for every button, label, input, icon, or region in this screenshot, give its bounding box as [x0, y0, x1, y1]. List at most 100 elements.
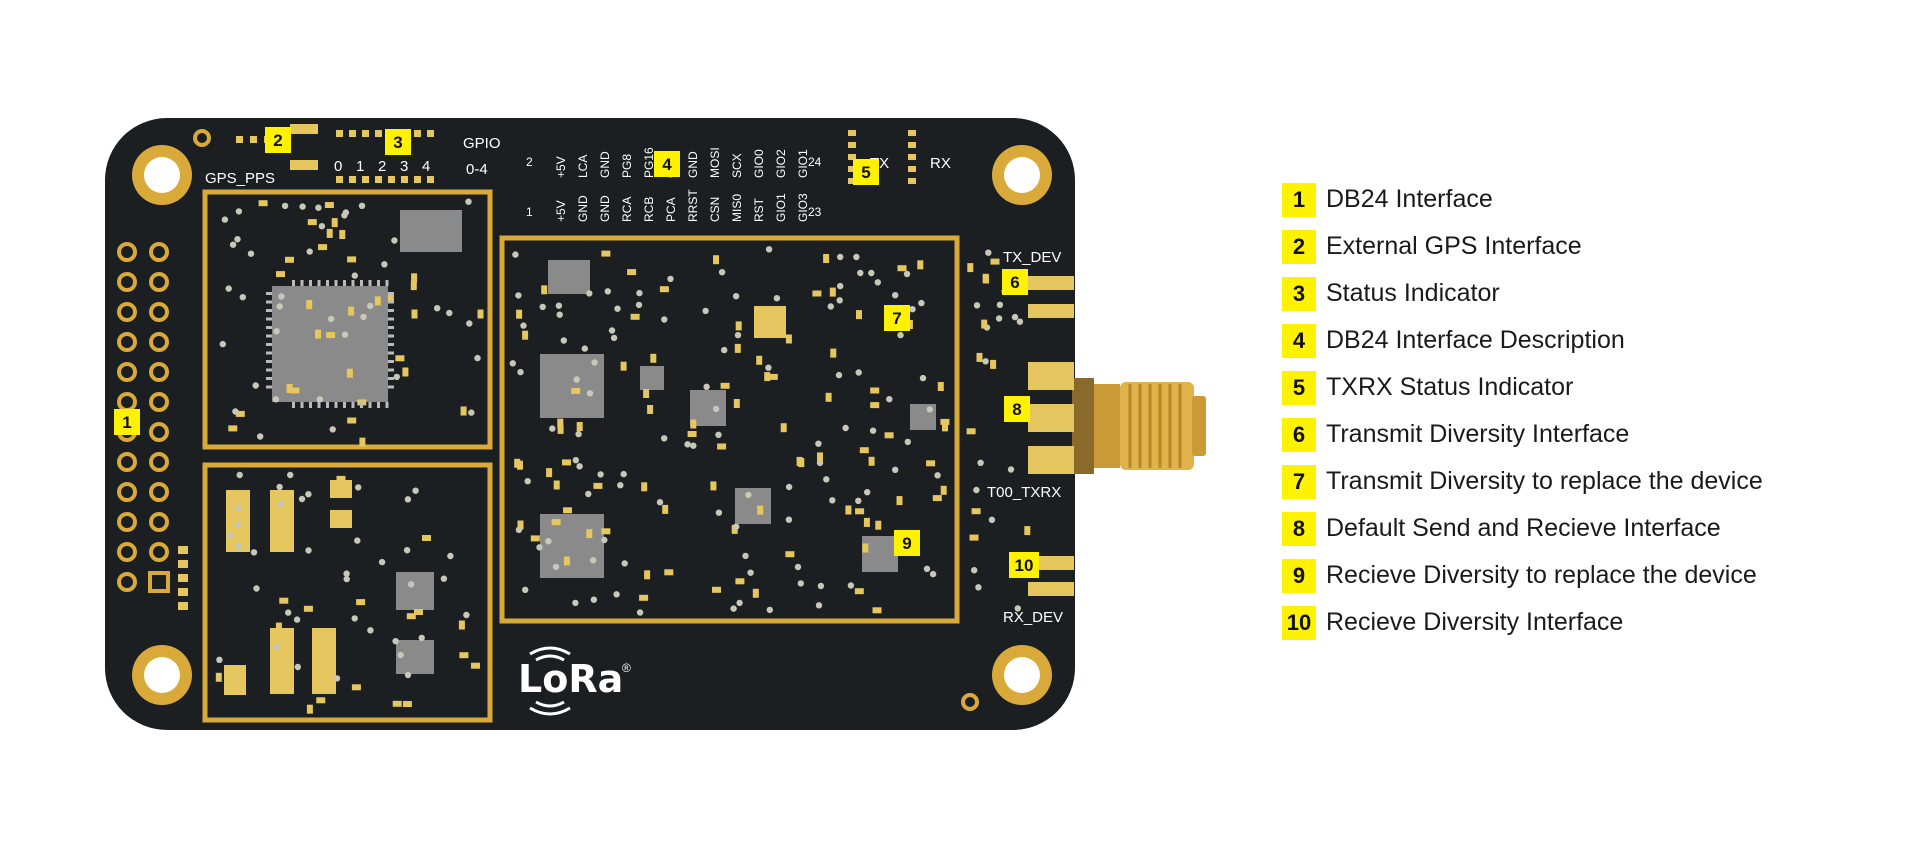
via-dot — [572, 599, 579, 607]
via-dot — [572, 457, 579, 464]
smd-pad — [471, 662, 480, 669]
header-pin — [117, 302, 137, 322]
marker-9-badge — [894, 530, 920, 556]
via-dot — [656, 499, 664, 506]
legend-text: Status Indicator — [1326, 279, 1500, 307]
tx-led-pad — [848, 154, 856, 160]
db24-top-pin-label: GND — [686, 151, 700, 178]
legend-text: TXRX Status Indicator — [1326, 373, 1574, 401]
rx-led-pad — [908, 130, 916, 136]
marker-1-number: 1 — [122, 413, 131, 432]
chip-pin — [292, 402, 295, 408]
smd-pad — [346, 368, 353, 378]
marker-3-number: 3 — [393, 133, 402, 152]
smd-pad — [990, 359, 997, 369]
via-dot — [522, 586, 529, 593]
gpio-digit: 3 — [400, 158, 408, 175]
smd-pad — [687, 431, 697, 437]
chip-pin — [377, 402, 380, 408]
via-dot — [715, 431, 722, 438]
via-dot — [909, 306, 916, 313]
legend-text: Recieve Diversity Interface — [1326, 608, 1624, 636]
header-pin — [117, 332, 137, 352]
via-dot — [869, 427, 877, 434]
via-dot — [661, 316, 668, 323]
via-dot — [985, 249, 992, 256]
chip-pin — [309, 402, 312, 408]
via-dot — [556, 311, 563, 318]
via-dot — [306, 248, 313, 255]
db24-bottom-pin-label: +5V — [554, 200, 568, 222]
via-dot — [785, 483, 793, 491]
via-dot — [836, 297, 843, 304]
via-dot — [327, 315, 335, 323]
legend-badge: 8 — [1282, 511, 1316, 546]
via-dot — [857, 269, 864, 277]
pin-number-2: 2 — [526, 155, 533, 169]
via-dot — [608, 327, 616, 334]
db24-bottom-pin-label: GIO1 — [774, 193, 788, 222]
legend-text: Transmit Diversity Interface — [1326, 420, 1630, 448]
marker-9: 9 — [894, 530, 920, 556]
chip-pin — [326, 280, 329, 286]
gpio-pad — [349, 130, 356, 137]
via-dot — [294, 663, 301, 671]
via-dot — [381, 261, 388, 268]
via-dot — [773, 295, 781, 302]
marker-4-badge — [654, 151, 680, 177]
via-dot — [575, 430, 582, 438]
via-dot — [918, 299, 925, 307]
chip-pin — [292, 280, 295, 286]
chip-pin — [317, 402, 321, 408]
smd-pad — [276, 271, 285, 278]
via-dot — [794, 563, 802, 571]
smd-pad — [402, 701, 412, 707]
smd-pad — [720, 382, 730, 389]
header-side-pad — [178, 560, 188, 568]
header-pin — [149, 452, 169, 472]
via-dot — [341, 331, 349, 338]
marker-10: 10 — [1009, 552, 1039, 578]
smd-pad — [971, 508, 981, 515]
smd-pad — [411, 309, 418, 319]
via-dot — [635, 301, 643, 309]
via-dot — [590, 557, 597, 564]
smd-pad — [620, 361, 627, 371]
legend-text: External GPS Interface — [1326, 232, 1582, 260]
smd-pad — [713, 255, 719, 265]
smd-pad — [643, 389, 650, 398]
via-dot — [733, 523, 740, 530]
via-dot — [586, 390, 594, 397]
chip-pin — [388, 385, 394, 389]
chip-pin — [388, 377, 394, 380]
via-dot — [545, 538, 552, 545]
smd-pad — [639, 594, 649, 601]
via-dot — [412, 487, 419, 494]
via-dot — [367, 627, 374, 634]
pin-number-1: 1 — [526, 205, 533, 219]
via-dot — [892, 466, 899, 473]
db24-top-pin-label: GIO0 — [752, 149, 766, 178]
via-dot — [216, 656, 223, 663]
marker-1: 1 — [114, 409, 140, 435]
header-pin — [149, 242, 169, 262]
smd-pad — [290, 387, 300, 394]
smd-pad — [286, 384, 293, 393]
via-dot — [252, 382, 259, 389]
lora-logo-text: LoRa — [518, 657, 623, 701]
via-dot — [1011, 313, 1019, 321]
via-dot — [404, 671, 412, 679]
smd-pad — [387, 293, 394, 303]
smd-pad — [557, 424, 564, 434]
via-dot — [868, 269, 875, 277]
header-side-pad — [178, 602, 188, 610]
via-dot — [601, 536, 608, 544]
smd-pad — [411, 273, 418, 283]
via-dot — [853, 253, 860, 261]
via-dot — [903, 270, 911, 278]
